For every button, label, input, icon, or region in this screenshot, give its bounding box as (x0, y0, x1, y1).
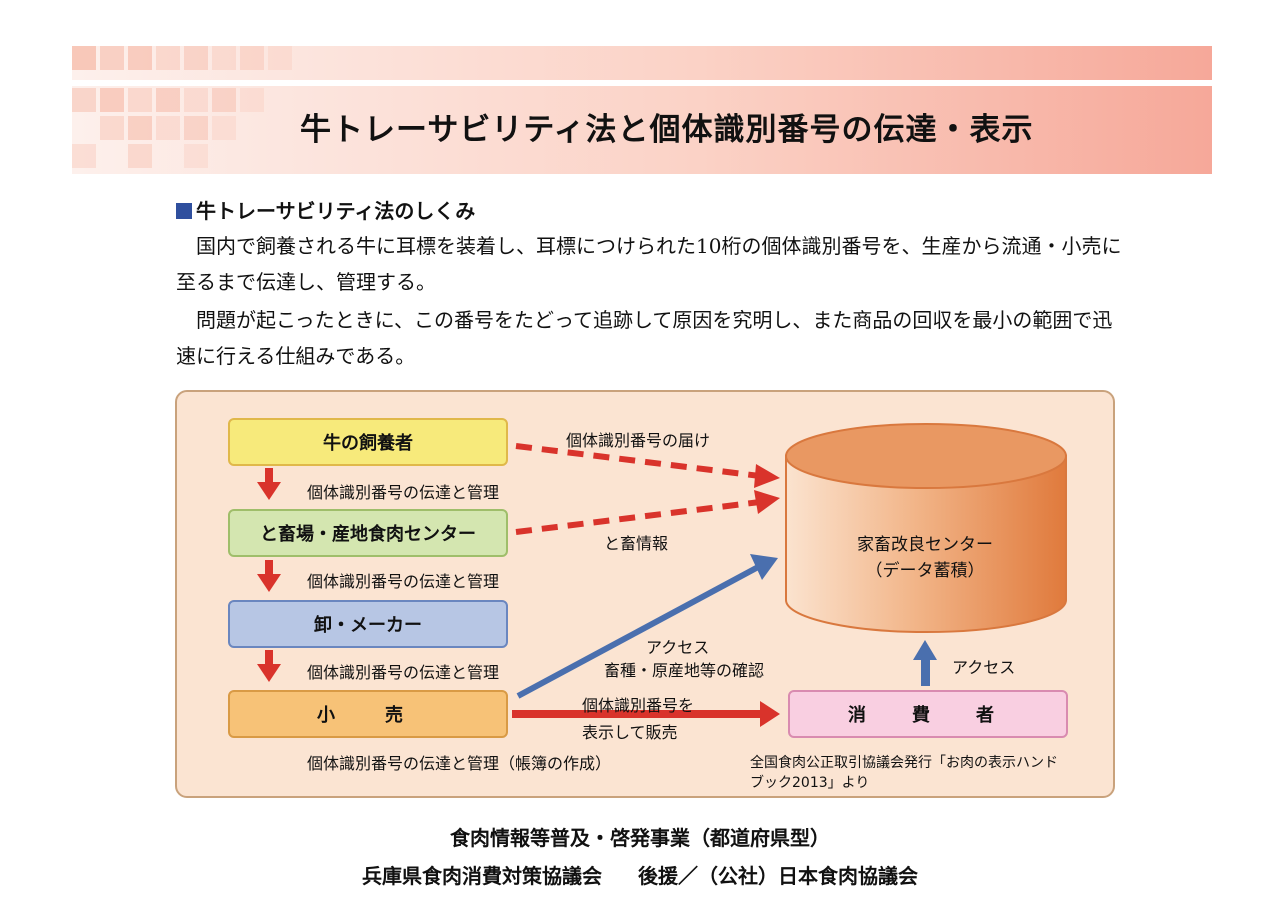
label-transfer-4: 個体識別番号の伝達と管理（帳簿の作成） (307, 754, 612, 773)
red-down-arrow-1 (257, 468, 281, 500)
label-transfer-3: 個体識別番号の伝達と管理 (307, 663, 500, 682)
label-display-sale-1: 個体識別番号を (582, 696, 695, 715)
red-down-arrow-2 (257, 560, 281, 592)
database-cylinder-icon (785, 423, 1067, 633)
node-wholesale: 卸・メーカー (228, 600, 508, 648)
blue-up-arrow-consumer-access (913, 640, 937, 686)
label-slaughter-info: と畜情報 (604, 534, 669, 553)
node-center-subtitle: （データ蓄積） (865, 561, 985, 581)
node-consumer: 消 費 者 (788, 690, 1068, 738)
footer-organizer: 兵庫県食肉消費対策協議会 (362, 864, 602, 888)
section-heading-text: 牛トレーサビリティ法のしくみ (196, 199, 476, 223)
node-farmer: 牛の飼養者 (228, 418, 508, 466)
source-note-line-2: ブック2013」より (750, 775, 870, 791)
paragraph-1: 国内で飼養される牛に耳標を装着し、耳標につけられた10桁の個体識別番号を、生産か… (176, 234, 1122, 294)
square-bullet-icon (176, 203, 192, 219)
label-access-consumer: アクセス (952, 658, 1016, 677)
blue-arrow-retail-access (516, 554, 778, 699)
red-down-arrow-3 (257, 650, 281, 682)
footer-sponsor: 後援／（公社）日本食肉協議会 (638, 864, 918, 888)
page-title: 牛トレーサビリティ法と個体識別番号の伝達・表示 (300, 112, 1034, 148)
banner-mosaic-decoration (72, 46, 332, 174)
label-access-retail-detail: 畜種・原産地等の確認 (604, 661, 765, 680)
node-retail: 小 売 (228, 690, 508, 738)
label-display-sale-2: 表示して販売 (582, 723, 678, 742)
footer-program: 食肉情報等普及・啓発事業（都道府県型） (450, 826, 830, 850)
label-id-report: 個体識別番号の届け (566, 431, 711, 450)
label-access-retail: アクセス (646, 638, 710, 657)
source-note-line-1: 全国食肉公正取引協議会発行「お肉の表示ハンド (750, 755, 1058, 771)
footer-organizers: 兵庫県食肉消費対策協議会 後援／（公社）日本食肉協議会 (0, 860, 1280, 889)
red-arrow-retail-to-consumer (512, 701, 780, 727)
node-slaughterhouse: と畜場・産地食肉センター (228, 509, 508, 557)
node-center-name: 家畜改良センター (857, 535, 993, 555)
dashed-arrow-slaughter-info (515, 490, 780, 535)
banner-stripe (72, 80, 1212, 86)
label-transfer-2: 個体識別番号の伝達と管理 (307, 572, 500, 591)
label-transfer-1: 個体識別番号の伝達と管理 (307, 483, 500, 502)
dashed-arrow-id-report (515, 443, 780, 488)
section-heading: 牛トレーサビリティ法のしくみ (176, 195, 475, 224)
paragraph-2: 問題が起こったときに、この番号をたどって追跡して原因を究明し、また商品の回収を最… (176, 308, 1113, 368)
